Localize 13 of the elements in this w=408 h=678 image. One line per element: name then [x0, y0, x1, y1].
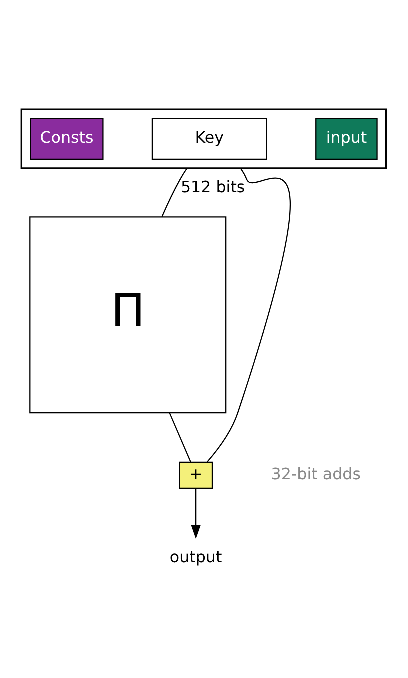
- node-box: +: [179, 461, 214, 488]
- connector: [206, 168, 291, 462]
- node-box: Consts: [30, 118, 104, 160]
- arrow: [191, 488, 201, 539]
- connector: [169, 412, 192, 462]
- edge-label: 512 bits: [180, 176, 246, 196]
- cluster: [20, 108, 388, 169]
- node-box: Π: [30, 216, 227, 414]
- node-box: Key: [152, 118, 268, 160]
- connector: [162, 168, 188, 217]
- node-text: output: [170, 546, 222, 566]
- node-box: input: [316, 118, 378, 160]
- node-label: 32-bit adds: [271, 464, 361, 484]
